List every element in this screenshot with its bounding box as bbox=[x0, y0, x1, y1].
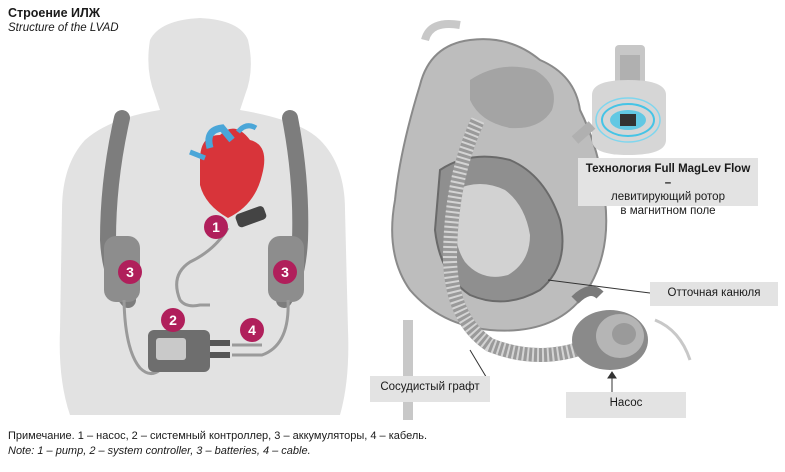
marker-3-right: 3 bbox=[273, 260, 297, 284]
svg-text:3: 3 bbox=[281, 264, 289, 280]
marker-2: 2 bbox=[161, 308, 185, 332]
heart-cross-section bbox=[391, 20, 608, 420]
body-silhouette bbox=[59, 18, 349, 415]
small-heart bbox=[189, 123, 267, 228]
figure-title: Строение ИЛЖ bbox=[8, 6, 101, 20]
driveline-cables bbox=[122, 227, 290, 375]
callout-leaders bbox=[469, 279, 651, 392]
marker-1: 1 bbox=[204, 215, 228, 239]
maglev-technology-line3: в магнитном поле bbox=[620, 205, 716, 217]
lvad-illustration: 1 2 3 3 4 bbox=[59, 18, 692, 420]
figure-subtitle: Structure of the LVAD bbox=[8, 22, 119, 34]
svg-text:3: 3 bbox=[126, 264, 134, 280]
pump-device bbox=[571, 286, 692, 370]
svg-text:1: 1 bbox=[212, 219, 220, 235]
marker-3-left: 3 bbox=[118, 260, 142, 284]
system-controller bbox=[148, 330, 230, 372]
maglev-technology-callout: Технология Full MagLev Flow – левитирующ… bbox=[578, 158, 758, 217]
svg-text:2: 2 bbox=[169, 312, 177, 328]
maglev-technology-title: Технология Full MagLev Flow – bbox=[585, 163, 751, 189]
svg-text:4: 4 bbox=[248, 322, 256, 338]
outflow-cannula-callout: Отточная канюля bbox=[650, 282, 778, 306]
vascular-graft bbox=[442, 117, 593, 362]
marker-4: 4 bbox=[240, 318, 264, 342]
note-english: Note: 1 – pump, 2 – system controller, 3… bbox=[8, 445, 311, 457]
maglev-pump-illustration bbox=[571, 45, 666, 155]
pump-callout: Насос bbox=[566, 392, 686, 418]
note-russian: Примечание. 1 – насос, 2 – системный кон… bbox=[8, 430, 428, 442]
vascular-graft-callout: Сосудистый графт bbox=[370, 376, 490, 402]
maglev-technology-line2: левитирующий ротор bbox=[611, 191, 725, 203]
